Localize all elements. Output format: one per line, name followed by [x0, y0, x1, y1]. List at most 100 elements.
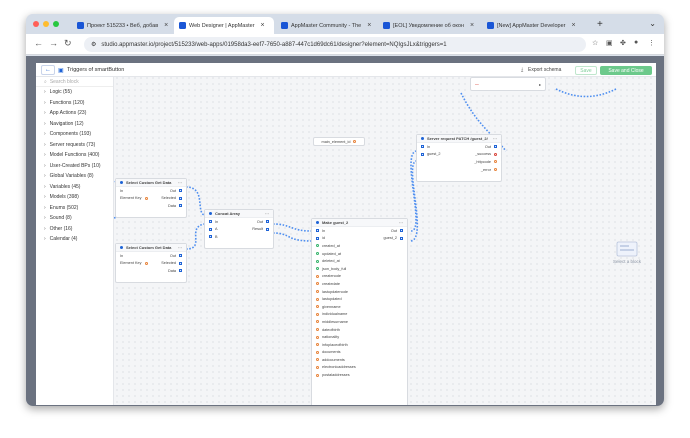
field-input-pin-icon[interactable] [316, 259, 319, 263]
variable-output-pin-icon[interactable] [353, 140, 357, 143]
bookmark-star-icon[interactable]: ☆ [592, 40, 599, 47]
field-input-pin-icon[interactable] [316, 335, 319, 339]
select-block-placeholder[interactable]: Select a block [609, 241, 645, 271]
tab-community[interactable]: AppMaster Community - The × [276, 17, 376, 34]
save-and-close-button[interactable]: Save and Close [600, 66, 652, 75]
result-pin-icon[interactable] [266, 227, 269, 231]
field-input-pin-icon[interactable] [316, 305, 319, 309]
tab-web-designer[interactable]: Web Designer | AppMaster × [174, 17, 274, 34]
sidebar-category-item[interactable]: ›Logic (55) [36, 87, 113, 98]
close-tab-icon[interactable]: × [367, 22, 372, 29]
sidebar-category-item[interactable]: ›Global Variables (8) [36, 171, 113, 182]
success-pin-icon[interactable] [494, 152, 497, 156]
close-tab-icon[interactable]: × [469, 22, 475, 29]
error-pin-icon[interactable] [494, 168, 497, 172]
tab-eol[interactable]: [EOL] Уведомление об окон × [378, 17, 480, 34]
sidebar-category-item[interactable]: ›User-Created BPs (10) [36, 161, 113, 172]
field-input-pin-icon[interactable] [316, 343, 319, 347]
sidebar-category-item[interactable]: ›Components (193) [36, 129, 113, 140]
close-tab-icon[interactable]: × [164, 22, 169, 29]
browser-menu-icon[interactable]: ⋮ [648, 40, 655, 47]
out-exec-pin-icon[interactable] [179, 189, 182, 193]
profile-avatar-icon[interactable]: ● [634, 39, 639, 46]
out-exec-pin-icon[interactable] [400, 229, 403, 233]
a-pin-icon[interactable] [209, 227, 212, 231]
puzzle-extensions-icon[interactable]: ✤ [620, 40, 626, 47]
selected-pin-icon[interactable] [179, 261, 182, 265]
close-tab-icon[interactable]: × [571, 22, 576, 29]
export-schema-button[interactable]: Export schema [528, 67, 562, 73]
sidebar-category-item[interactable]: ›Model Functions (400) [36, 150, 113, 161]
sidebar-category-item[interactable]: ›Sound (8) [36, 213, 113, 224]
tab-project[interactable]: Проект 515233 • Веб, добав × [72, 17, 172, 34]
data-pin-icon[interactable] [179, 204, 182, 208]
b-pin-icon[interactable] [209, 235, 212, 239]
close-tab-icon[interactable]: × [260, 22, 265, 29]
guest-pin-icon[interactable] [421, 152, 424, 156]
back-button[interactable]: ← [41, 65, 55, 75]
save-button[interactable]: Save [575, 66, 597, 75]
sidebar-category-item[interactable]: ›Enums (502) [36, 203, 113, 214]
variable-node-main-element-id[interactable]: main_element_id [313, 137, 365, 146]
sidebar-category-item[interactable]: ›Functions (120) [36, 98, 113, 109]
sidebar-category-item[interactable]: ›Navigation (12) [36, 119, 113, 130]
data-pin-icon[interactable] [179, 269, 182, 273]
in-exec-pin-icon[interactable] [316, 229, 319, 233]
sidebar-category-item[interactable]: ›Models (398) [36, 192, 113, 203]
sidebar-category-item[interactable]: ›Calendar (4) [36, 234, 113, 245]
node-menu-icon[interactable]: ⋯ [493, 136, 497, 141]
field-input-pin-icon[interactable] [316, 290, 319, 294]
minimize-window-button[interactable] [43, 21, 49, 27]
back-arrow-icon[interactable]: ← [34, 38, 43, 48]
search-block-input[interactable]: ⌕ Search block [36, 77, 113, 87]
address-bar[interactable]: ⚙ studio.appmaster.io/project/515233/web… [84, 37, 586, 52]
node-menu-icon[interactable]: ⋯ [178, 180, 182, 185]
tab-list-chevron-icon[interactable]: ⌄ [649, 19, 656, 28]
sidebar-category-item[interactable]: ›App Actions (23) [36, 108, 113, 119]
node-partial-top[interactable]: —▸ [470, 77, 546, 91]
out-exec-pin-icon[interactable] [494, 145, 497, 149]
field-input-pin-icon[interactable] [316, 358, 319, 362]
in-exec-pin-icon[interactable] [421, 145, 424, 149]
id-pin-icon[interactable] [316, 236, 319, 240]
field-input-pin-icon[interactable] [316, 252, 319, 256]
element-key-pin-icon[interactable] [144, 196, 148, 200]
export-icon[interactable]: ⤓ [521, 67, 524, 73]
forward-arrow-icon[interactable]: → [49, 38, 58, 48]
field-input-pin-icon[interactable] [316, 297, 319, 301]
node-menu-icon[interactable]: ⋯ [178, 245, 182, 250]
field-input-pin-icon[interactable] [316, 373, 319, 377]
close-window-button[interactable] [33, 21, 39, 27]
out-exec-pin-icon[interactable] [179, 254, 182, 258]
element-key-pin-icon[interactable] [144, 261, 148, 265]
field-input-pin-icon[interactable] [316, 267, 319, 271]
field-input-pin-icon[interactable] [316, 274, 319, 278]
sidebar-category-item[interactable]: ›Server requests (73) [36, 140, 113, 151]
httpcode-pin-icon[interactable] [494, 160, 497, 164]
node-menu-icon[interactable]: ⋯ [399, 220, 403, 225]
sidebar-category-item[interactable]: ›Variables (45) [36, 182, 113, 193]
field-input-pin-icon[interactable] [316, 320, 319, 324]
field-input-pin-icon[interactable] [316, 244, 319, 248]
field-input-pin-icon[interactable] [316, 350, 319, 354]
zoom-window-button[interactable] [53, 21, 59, 27]
result-pin-icon[interactable] [400, 236, 403, 240]
new-tab-button[interactable]: + [597, 19, 603, 30]
out-exec-pin-icon[interactable] [266, 220, 269, 224]
field-input-pin-icon[interactable] [316, 365, 319, 369]
selected-pin-icon[interactable] [179, 196, 182, 200]
field-input-pin-icon[interactable] [316, 328, 319, 332]
reload-icon[interactable]: ↻ [64, 38, 72, 48]
in-exec-pin-icon[interactable] [209, 220, 212, 224]
sidebar-category-item[interactable]: ›Other (16) [36, 224, 113, 235]
extension-icon[interactable]: ▣ [606, 40, 613, 47]
field-input-pin-icon[interactable] [316, 312, 319, 316]
tab-developer[interactable]: [New] AppMaster Developer × [482, 17, 592, 34]
node-menu-icon[interactable]: ⋯ [265, 211, 269, 216]
field-input-pin-icon[interactable] [316, 282, 319, 286]
